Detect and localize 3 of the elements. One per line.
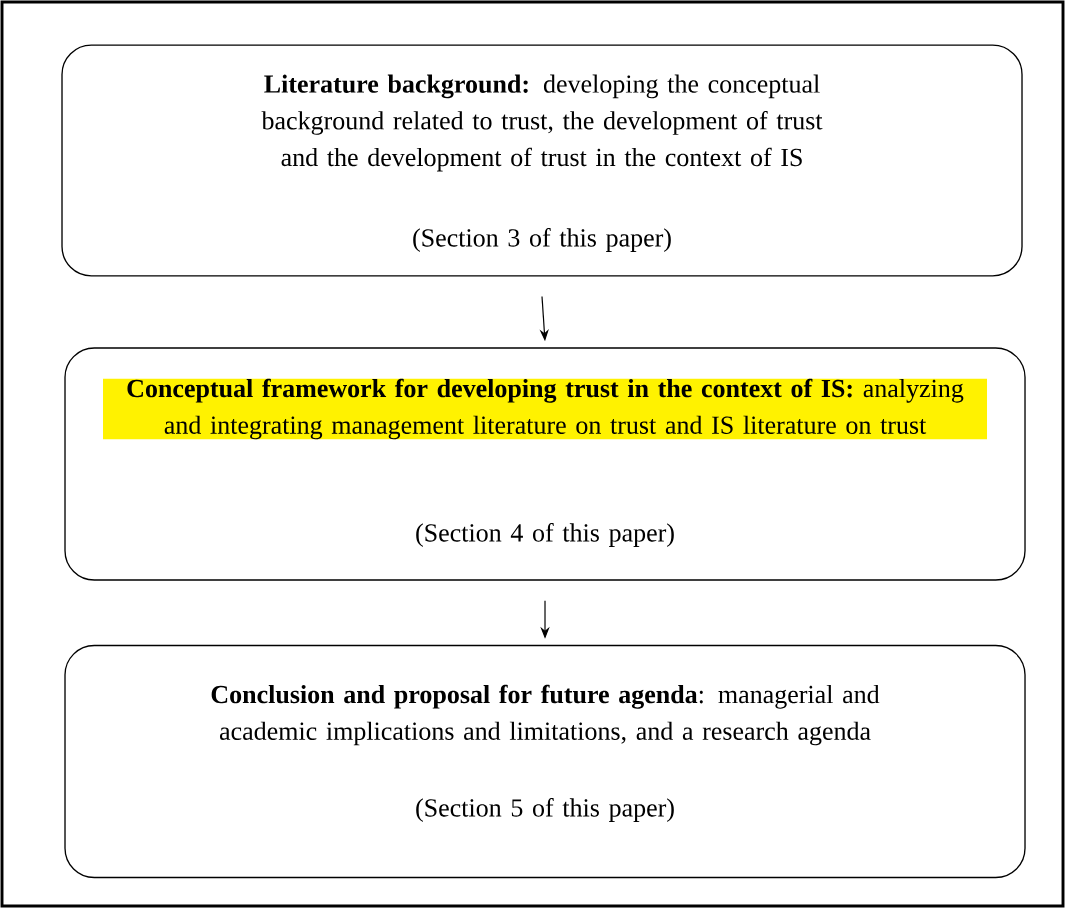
process-box: Conceptual framework for developing trust in the context of IS: analyzing and integrating management literature on trust and IS literature on trust (Section 4 of this paper) [64,347,1026,581]
process-box: Conclusion and proposal for future agenda: managerial and academic implications and limitations, and a research agenda (Section 5 of this paper) [64,644,1026,879]
process-box: Literature background: developing the conceptual background related to trust, the development of trust and the development of trust in the context of IS (Section 3 of this paper) [61,44,1023,277]
